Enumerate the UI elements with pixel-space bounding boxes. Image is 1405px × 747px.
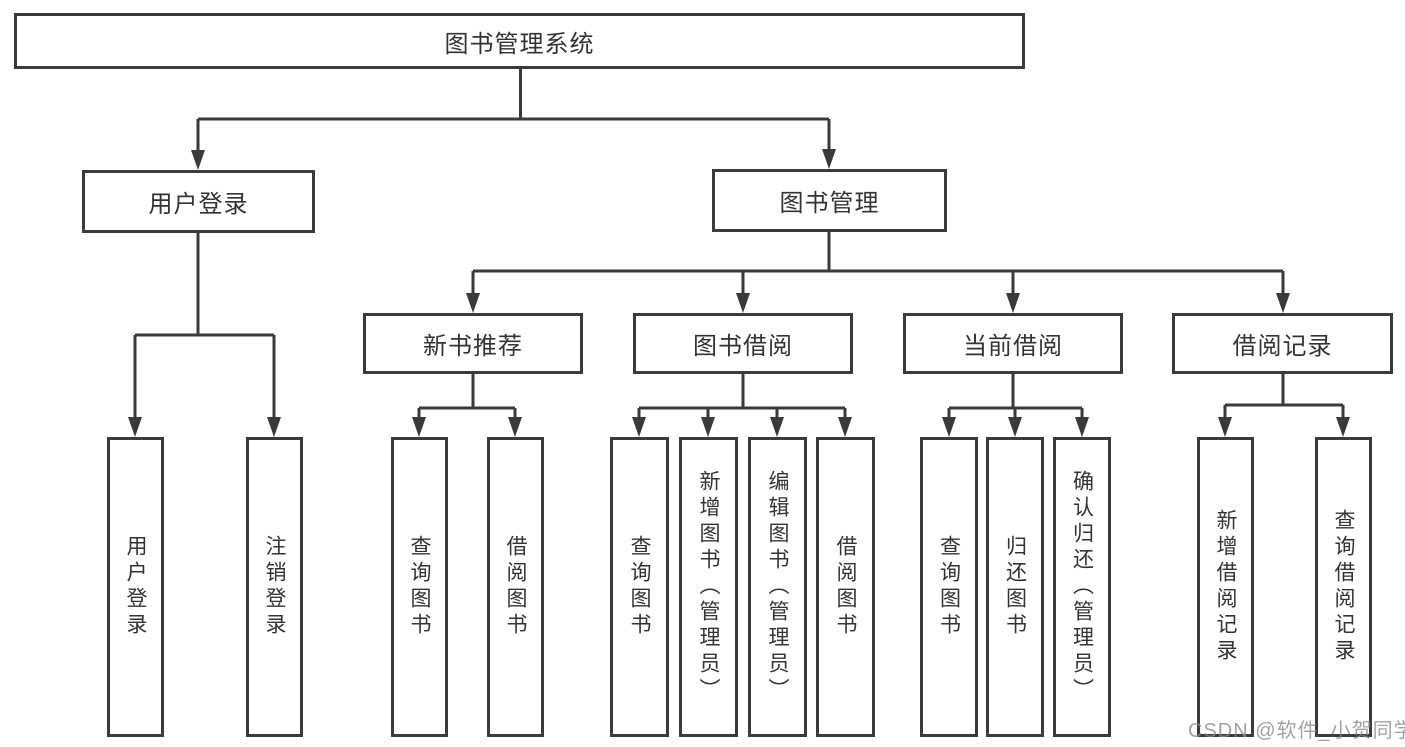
node-new-books-label: 新书推荐 (423, 333, 523, 360)
leaf-borrow-add-books-admin-label: 新增图书（管理员） (697, 470, 720, 704)
leaf-newbooks-borrow-books-label: 借阅图书 (504, 535, 527, 639)
leaf-user-login: 用户登录 (107, 437, 164, 737)
leaf-records-query-record-label: 查询借阅记录 (1332, 509, 1355, 665)
leaf-borrow-edit-books-admin: 编辑图书（管理员） (748, 437, 807, 737)
leaf-records-add-record: 新增借阅记录 (1197, 437, 1254, 737)
leaf-logout-label: 注销登录 (263, 535, 286, 639)
leaf-newbooks-query-books-label: 查询图书 (408, 535, 431, 639)
leaf-current-return-books-label: 归还图书 (1003, 535, 1027, 639)
node-book-mgmt-label: 图书管理 (779, 190, 880, 217)
leaf-newbooks-query-books: 查询图书 (391, 437, 448, 737)
node-book-borrow-label: 图书借阅 (693, 333, 793, 360)
connector-borrow-records-children (1223, 374, 1345, 419)
node-user-login: 用户登录 (82, 170, 315, 233)
node-root-label: 图书管理系统 (444, 30, 595, 58)
node-new-books: 新书推荐 (363, 313, 583, 374)
leaf-borrow-query-books-label: 查询图书 (628, 535, 651, 639)
leaf-borrow-query-books: 查询图书 (610, 437, 669, 737)
connector-user-login-children (133, 233, 276, 419)
leaf-logout: 注销登录 (246, 437, 303, 737)
leaf-records-add-record-label: 新增借阅记录 (1214, 509, 1237, 665)
arrowheads (128, 149, 1350, 437)
leaf-newbooks-borrow-books: 借阅图书 (487, 437, 544, 737)
leaf-borrow-borrow-books: 借阅图书 (816, 437, 875, 737)
node-book-borrow: 图书借阅 (633, 313, 853, 374)
leaf-current-query-books: 查询图书 (920, 437, 978, 737)
leaf-records-query-record: 查询借阅记录 (1315, 437, 1372, 737)
node-current-borrow: 当前借阅 (903, 313, 1123, 374)
connector-book-borrow-children (637, 374, 847, 419)
connector-new-books-children (417, 374, 517, 419)
node-user-login-label: 用户登录 (148, 191, 249, 218)
node-book-mgmt: 图书管理 (712, 169, 947, 232)
connector-book-mgmt-children (471, 232, 1285, 295)
node-borrow-records-label: 借阅记录 (1232, 333, 1333, 360)
leaf-borrow-edit-books-admin-label: 编辑图书（管理员） (766, 470, 789, 704)
node-borrow-records: 借阅记录 (1172, 313, 1393, 374)
connector-root-to-level2 (196, 69, 831, 152)
leaf-current-query-books-label: 查询图书 (937, 535, 961, 639)
leaf-user-login-label: 用户登录 (124, 535, 147, 639)
leaf-current-confirm-return-admin: 确认归还（管理员） (1053, 437, 1111, 737)
csdn-watermark: CSDN @软件_小贺同学 (1188, 720, 1405, 742)
node-current-borrow-label: 当前借阅 (963, 333, 1063, 360)
leaf-borrow-borrow-books-label: 借阅图书 (834, 535, 857, 639)
leaf-current-return-books: 归还图书 (986, 437, 1044, 737)
leaf-current-confirm-return-admin-label: 确认归还（管理员） (1070, 470, 1094, 704)
leaf-borrow-add-books-admin: 新增图书（管理员） (679, 437, 738, 737)
node-root: 图书管理系统 (14, 13, 1025, 69)
connector-current-borrow-children (947, 374, 1084, 419)
